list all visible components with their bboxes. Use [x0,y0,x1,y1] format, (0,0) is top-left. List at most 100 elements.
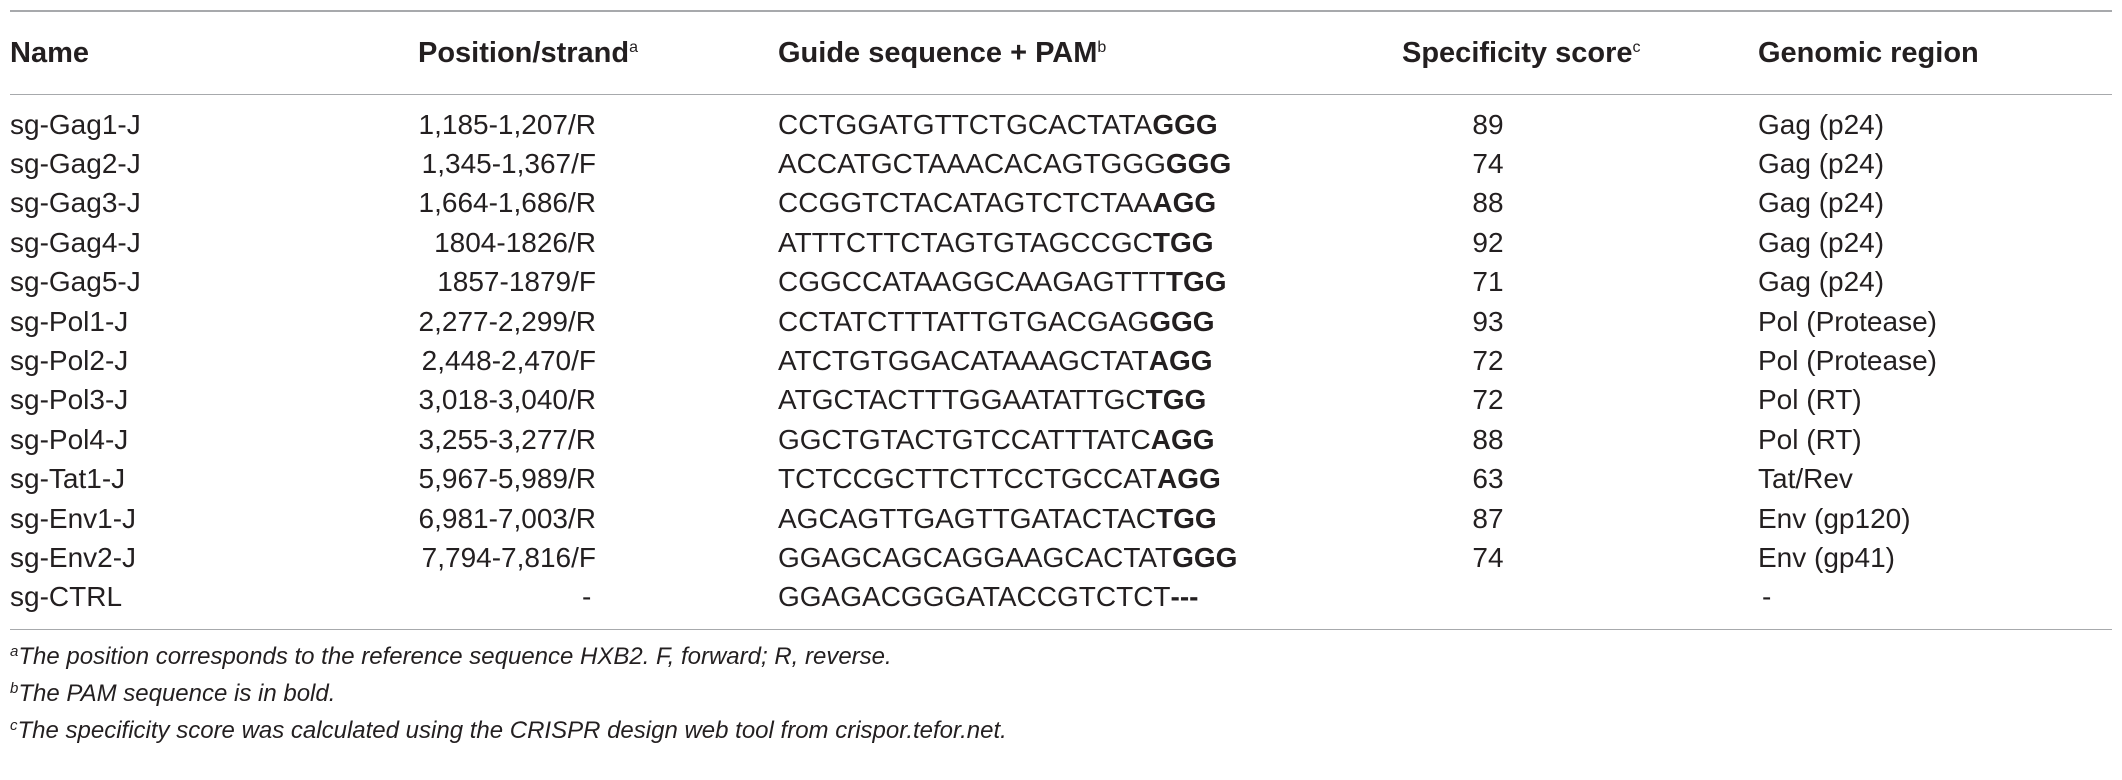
cell-position: 2,448-2,470/F [421,345,596,377]
cell-position: 1857-1879/F [437,266,596,298]
cell-guide: ATTTCTTCTAGTGTAGCCGCTGG [778,223,1402,262]
table-row: sg-Env2-J 7,794-7,816/F GGAGCAGCAGGAAGCA… [10,538,2112,577]
table-row: sg-Gag1-J 1,185-1,207/R CCTGGATGTTCTGCAC… [10,95,2112,145]
cell-guide: CCGGTCTACATAGTCTCTAAAGG [778,184,1402,223]
pam-sequence: GGG [1149,305,1215,337]
guide-sequence: ATCTGTGGACATAAAGCTAT [778,345,1149,377]
cell-region: Pol (RT) [1758,423,1862,455]
table-row: sg-Pol3-J 3,018-3,040/R ATGCTACTTTGGAATA… [10,381,2112,420]
cell-name: sg-Tat1-J [10,463,126,495]
cell-score: 74 [1472,541,1504,573]
top-rule [10,10,2112,12]
cell-name: sg-Env2-J [10,541,137,573]
cell-region: Gag (p24) [1758,148,1885,180]
pam-sequence: TGG [1152,226,1214,258]
cell-guide: TCTCCGCTTCTTCCTGCCATAGG [778,460,1402,499]
pam-sequence: --- [1170,581,1199,613]
cell-region: Pol (Protease) [1758,305,1937,337]
cell-score: 93 [1472,305,1504,337]
pam-sequence: GGG [1152,108,1218,140]
cell-position: 1804-1826/R [434,226,596,258]
pam-sequence: GGG [1165,148,1232,180]
cell-guide: AGCAGTTGAGTTGATACTACTGG [778,499,1402,538]
cell-score: 92 [1472,226,1504,258]
cell-score: 87 [1472,502,1504,534]
table-row: sg-Tat1-J 5,967-5,989/R TCTCCGCTTCTTCCTG… [10,460,2112,499]
guide-sequence: ACCATGCTAAACACAGTGGG [778,148,1166,180]
pam-sequence: TGG [1145,384,1207,416]
header-genomic-region: Genomic region [1758,12,2112,95]
cell-guide: GGAGCAGCAGGAAGCACTATGGG [778,538,1402,577]
cell-name: sg-Gag2-J [10,148,141,180]
guide-sequence: CCGGTCTACATAGTCTCTAA [778,187,1153,219]
cell-position: 3,018-3,040/R [418,384,596,416]
cell-region: Tat/Rev [1758,463,1853,495]
cell-name: sg-Gag4-J [10,226,141,258]
cell-position: 1,664-1,686/R [418,187,596,219]
cell-name: sg-Env1-J [10,502,137,534]
footnote: aThe position corresponds to the referen… [10,643,892,671]
cell-region: Env (gp120) [1758,502,1911,534]
cell-name: sg-Gag3-J [10,187,141,219]
cell-guide: GGAGACGGGATACCGTCTCT--- [778,578,1402,617]
guide-sequence: AGCAGTTGAGTTGATACTAC [778,502,1156,534]
cell-region: Gag (p24) [1758,226,1885,258]
guide-sequence: CCTGGATGTTCTGCACTATA [778,108,1153,140]
guide-sequence: ATGCTACTTTGGAATATTGC [778,384,1146,416]
cell-name: sg-Pol4-J [10,423,129,455]
guide-sequence: CGGCCATAAGGCAAGAGTTT [778,266,1166,298]
table-row: sg-Env1-J 6,981-7,003/R AGCAGTTGAGTTGATA… [10,499,2112,538]
pam-sequence: TGG [1156,502,1217,534]
cell-score: 71 [1472,266,1504,298]
cell-position: 1,345-1,367/F [421,148,596,180]
header-specificity-score: Specificity scorec [1402,12,1758,95]
cell-name: sg-Pol3-J [10,384,129,416]
pam-sequence: AGG [1150,423,1215,455]
header-name: Name [10,12,404,95]
cell-position: 7,794-7,816/F [421,541,596,573]
cell-region: - [1762,581,1772,613]
table-row: sg-Pol1-J 2,277-2,299/R CCTATCTTTATTGTGA… [10,302,2112,341]
pam-sequence: AGG [1156,463,1221,495]
cell-region: Gag (p24) [1758,266,1885,298]
header-position-strand: Position/stranda [404,12,778,95]
cell-position: 1,185-1,207/R [418,108,596,140]
cell-region: Pol (RT) [1758,384,1862,416]
cell-name: sg-Gag5-J [10,266,141,298]
table-row: sg-CTRL - GGAGACGGGATACCGTCTCT--- - [10,578,2112,617]
cell-position: 2,277-2,299/R [418,305,596,337]
cell-guide: ACCATGCTAAACACAGTGGGGGG [778,144,1402,183]
guide-sequence: GGCTGTACTGTCCATTTATC [778,423,1151,455]
guide-sequence: CCTATCTTTATTGTGACGAG [778,305,1150,337]
guide-sequence: ATTTCTTCTAGTGTAGCCGC [778,226,1153,258]
cell-score: 74 [1472,148,1504,180]
cell-position: - [582,581,592,613]
cell-guide: CCTATCTTTATTGTGACGAGGGG [778,302,1402,341]
pam-sequence: GGG [1172,541,1238,573]
guide-sequence: TCTCCGCTTCTTCCTGCCAT [778,463,1157,495]
bottom-rule [10,629,2112,631]
pam-sequence: AGG [1148,345,1213,377]
cell-guide: ATGCTACTTTGGAATATTGCTGG [778,381,1402,420]
cell-region: Env (gp41) [1758,541,1895,573]
cell-position: 3,255-3,277/R [418,423,596,455]
guide-rna-table: Name Position/stranda Guide sequence + P… [10,12,2112,617]
cell-guide: GGCTGTACTGTCCATTTATCAGG [778,420,1402,459]
cell-score: 72 [1472,384,1504,416]
table-row: sg-Gag2-J 1,345-1,367/F ACCATGCTAAACACAG… [10,144,2112,183]
cell-guide: ATCTGTGGACATAAAGCTATAGG [778,341,1402,380]
table-figure: Name Position/stranda Guide sequence + P… [10,10,2112,749]
cell-region: Pol (Protease) [1758,345,1937,377]
table-row: sg-Gag3-J 1,664-1,686/R CCGGTCTACATAGTCT… [10,184,2112,223]
cell-guide: CCTGGATGTTCTGCACTATAGGG [778,95,1402,145]
cell-name: sg-Pol1-J [10,305,129,337]
cell-score: 88 [1472,187,1504,219]
cell-score: 63 [1472,463,1504,495]
footnotes: aThe position corresponds to the referen… [10,638,2112,749]
footnote: cThe specificity score was calculated us… [10,717,1007,745]
guide-sequence: GGAGCAGCAGGAAGCACTAT [778,541,1173,573]
table-row: sg-Pol2-J 2,448-2,470/F ATCTGTGGACATAAAG… [10,341,2112,380]
cell-guide: CGGCCATAAGGCAAGAGTTTTGG [778,263,1402,302]
pam-sequence: TGG [1165,266,1227,298]
cell-score [1402,578,1758,617]
